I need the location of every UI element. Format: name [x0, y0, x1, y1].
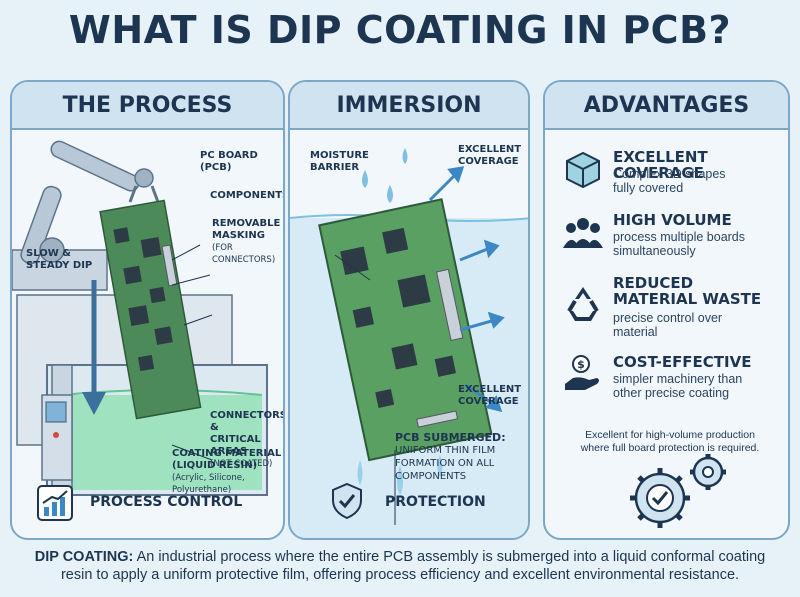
coating-label-2: (LIQUID RESIN) — [172, 460, 258, 471]
coating-sub-label: (Acrylic, Silicone, Polyurethane) — [172, 473, 245, 495]
immersion-heading: IMMERSION — [290, 82, 528, 130]
connectors-label: CONNECTORS & — [210, 410, 285, 433]
masking-sub-label: (FOR CONNECTORS) — [212, 243, 276, 265]
bottom-text-1: An industrial process where the entire P… — [136, 549, 766, 565]
masking-label-2: MASKING — [212, 230, 265, 241]
connectors-label-2: CRITICAL AREAS — [210, 434, 261, 457]
hand-coin-icon: $ — [565, 355, 599, 390]
masking-label: REMOVABLE — [212, 218, 281, 229]
advantages-heading: ADVANTAGES — [545, 82, 788, 130]
submerged-sub-1: UNIFORM THIN FILM — [395, 445, 496, 456]
advantages-panel: ADVANTAGES EXCELLENT COVERAGE Complex 3D… — [543, 80, 790, 540]
bottom-text-2: resin to apply a uniform protective film… — [60, 567, 740, 583]
bottom-description: DIP COATING: An industrial process where… — [0, 548, 800, 584]
moisture-label: MOISTURE — [310, 150, 369, 161]
process-panel: THE PROCESS — [10, 80, 285, 540]
bottom-lead: DIP COATING: — [34, 549, 134, 565]
chart-icon — [37, 485, 73, 521]
submerged-sub-2: FORMATION ON ALL — [395, 458, 495, 469]
slow-dip-label: SLOW & — [26, 248, 71, 259]
slow-dip-label-2: STEADY DIP — [26, 260, 93, 271]
submerged-label: PCB SUBMERGED: — [395, 431, 506, 444]
coverage-bottom-label-2: COVERAGE — [458, 396, 519, 407]
pcb-sub-label: (PCB) — [200, 162, 232, 173]
submerged-sub-3: COMPONENTS — [395, 471, 467, 482]
moisture-label-2: BARRIER — [310, 162, 360, 173]
cube-icon — [566, 151, 600, 189]
advantage-title: HIGH VOLUME — [613, 211, 732, 229]
gears-icon — [630, 454, 726, 528]
process-heading: THE PROCESS — [12, 82, 283, 130]
coverage-top-label-2: COVERAGE — [458, 156, 519, 167]
process-control-label: PROCESS CONTROL — [90, 494, 243, 510]
people-icon — [563, 218, 603, 248]
coating-label: COATING MATERIAL — [172, 448, 282, 459]
coverage-bottom-label: EXCELLENT — [458, 384, 522, 395]
protection-label: PROTECTION — [385, 494, 486, 510]
page-title: WHAT IS DIP COATING IN PCB? — [68, 8, 732, 52]
immersion-illustration — [290, 148, 528, 538]
svg-text:$: $ — [577, 358, 585, 371]
shield-icon — [332, 482, 362, 520]
connectors-sub-label: (NOT COATED) — [210, 459, 273, 469]
immersion-panel: IMMERSION — [288, 80, 530, 540]
advantage-title: COST-EFFECTIVE — [613, 353, 752, 371]
dip-tank-illustration — [12, 140, 268, 496]
advantage-title: EXCELLENT COVERAGE — [613, 148, 708, 182]
components-label: COMPONENTS — [210, 190, 285, 201]
pcb-label: PC BOARD — [200, 150, 258, 161]
recycle-icon — [567, 287, 599, 321]
coverage-top-label: EXCELLENT — [458, 144, 522, 155]
